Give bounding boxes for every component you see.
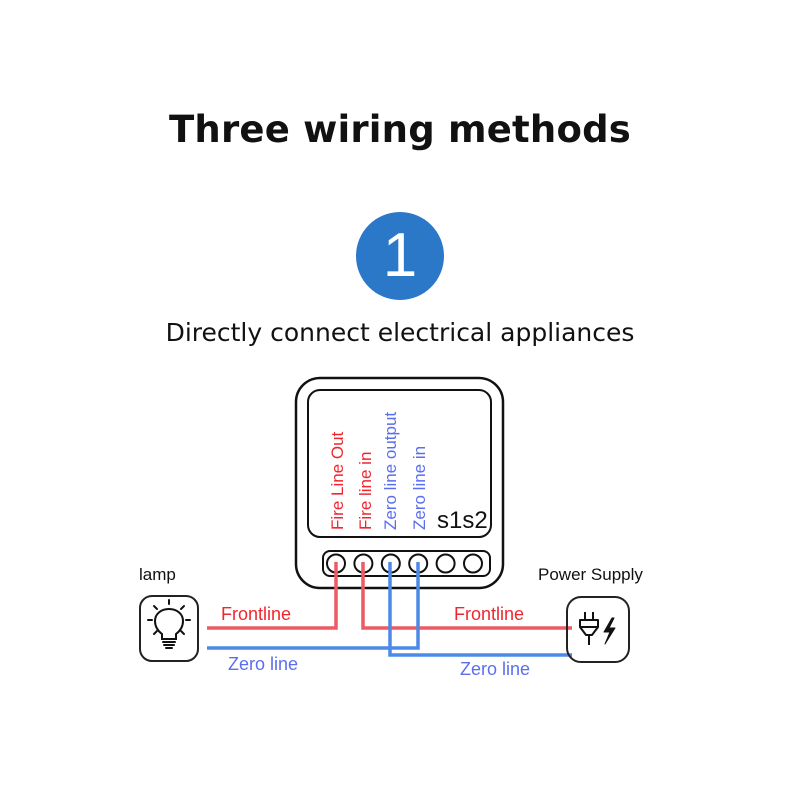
- wire-fire-in-from-power: [361, 562, 572, 630]
- lamp-label: lamp: [139, 565, 176, 584]
- wire-zero-in-to-lamp: [207, 562, 420, 650]
- step-number-badge: 1: [356, 212, 444, 300]
- power-supply-label: Power Supply: [538, 565, 643, 584]
- page-title: Three wiring methods: [168, 108, 631, 151]
- method-subtitle: Directly connect electrical appliances: [165, 318, 635, 347]
- right-frontline-label: Frontline: [454, 604, 524, 624]
- wire-zero-out-to-power: [388, 562, 572, 657]
- power-supply-box: [566, 596, 630, 663]
- right-zero-line-label: Zero line: [460, 659, 530, 679]
- switch-module-panel: [307, 389, 492, 538]
- left-frontline-label: Frontline: [221, 604, 291, 624]
- terminal-screw-6: [463, 553, 483, 574]
- terminal-label-zero-out: Zero line output: [381, 412, 400, 530]
- terminal-label-fire-out: Fire Line Out: [328, 431, 347, 530]
- terminal-label-fire-in: Fire line in: [356, 452, 375, 530]
- lightbulb-icon: [147, 599, 191, 649]
- terminal-label-zero-in: Zero line in: [410, 446, 429, 530]
- wire-fire-out-to-lamp: [207, 562, 338, 630]
- terminal-strip: [322, 550, 491, 577]
- lamp-box: [139, 595, 199, 662]
- plug-lightning-icon: [579, 612, 616, 645]
- switch-terminal-label: s1s2: [437, 507, 488, 534]
- terminal-screw-5: [435, 553, 456, 574]
- switch-module-body: [294, 376, 505, 590]
- left-zero-line-label: Zero line: [228, 654, 298, 674]
